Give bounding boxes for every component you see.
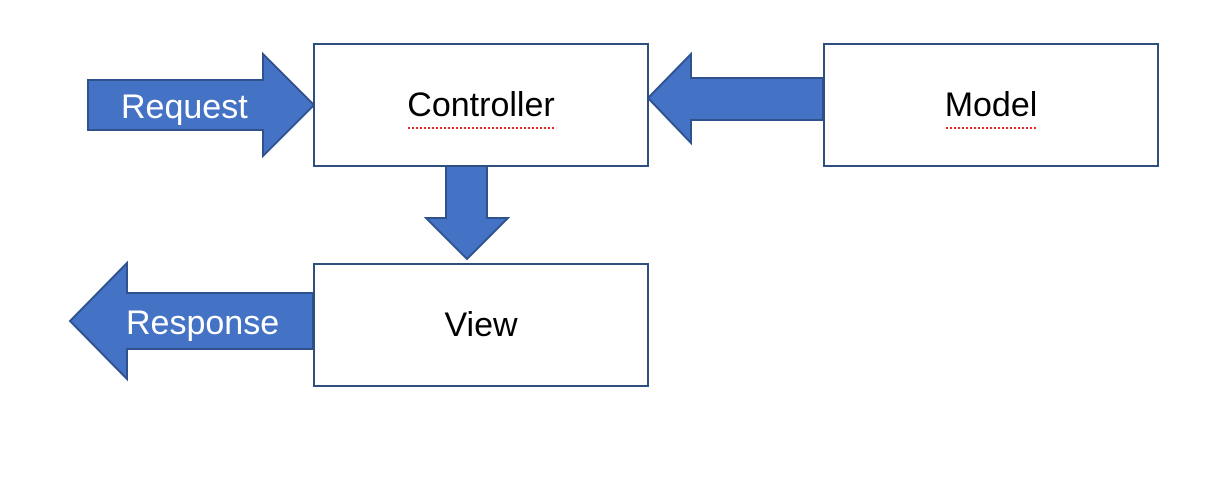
response-arrow <box>68 260 314 382</box>
response-arrow-label: Response <box>126 304 280 342</box>
controller-label: Controller <box>407 86 556 130</box>
view-label: View <box>444 306 518 344</box>
controller-to-view-arrow <box>423 165 511 261</box>
request-arrow-label: Request <box>121 88 248 126</box>
model-node: Model <box>823 43 1159 167</box>
request-arrow <box>87 51 316 159</box>
view-node: View <box>313 263 649 387</box>
model-label: Model <box>944 86 1038 130</box>
model-to-controller-arrow <box>646 51 824 146</box>
controller-node: Controller <box>313 43 649 167</box>
